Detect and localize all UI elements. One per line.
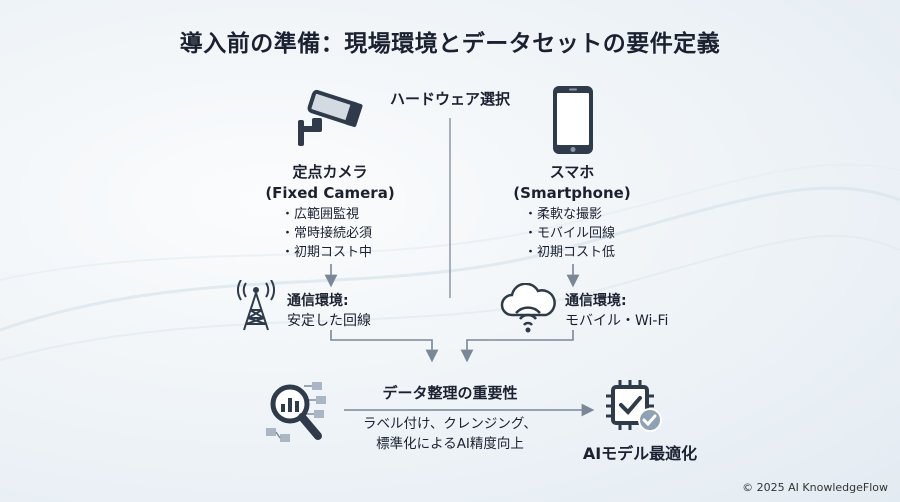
camera-name: 定点カメラ: [292, 163, 368, 181]
list-item: 常時接続必須: [281, 224, 372, 243]
data-prep-description-line1: ラベル付け、クレンジング、: [363, 416, 537, 432]
smartphone-network: 通信環境: モバイル・Wi-Fi: [565, 291, 668, 331]
camera-network-heading: 通信環境:: [287, 293, 349, 309]
list-item: 初期コスト中: [281, 243, 372, 262]
security-camera-icon: [298, 89, 363, 146]
cloud-wifi-icon: [500, 283, 556, 333]
page-title: 導入前の準備：現場環境とデータセットの要件定義: [179, 31, 721, 57]
data-prep-description: ラベル付け、クレンジング、 標準化によるAI精度向上: [330, 414, 570, 454]
smartphone-icon: [553, 86, 593, 154]
camera-network: 通信環境: 安定した回線: [287, 291, 371, 331]
smartphone-name-en: (Smartphone): [513, 184, 631, 202]
camera-title: 定点カメラ (Fixed Camera): [255, 162, 405, 204]
ai-chip-icon: [606, 380, 662, 432]
data-search-icon: [266, 382, 326, 442]
list-item: 広範囲監視: [281, 205, 372, 224]
data-prep-description-line2: 標準化によるAI精度向上: [376, 436, 524, 452]
hardware-selection-heading: ハードウェア選択: [389, 90, 510, 108]
smartphone-network-value: モバイル・Wi-Fi: [565, 313, 669, 329]
smartphone-features: 柔軟な撮影 モバイル回線 初期コスト低: [524, 205, 615, 262]
list-item: モバイル回線: [524, 224, 615, 243]
smartphone-name: スマホ: [549, 163, 595, 181]
camera-features: 広範囲監視 常時接続必須 初期コスト中: [281, 205, 372, 262]
smartphone-title: スマホ (Smartphone): [497, 162, 647, 204]
antenna-tower-icon: [236, 280, 276, 331]
copyright-footer: © 2025 AI KnowledgeFlow: [742, 481, 888, 494]
ai-model-optimization-label: AIモデル最適化: [582, 444, 698, 463]
smartphone-network-heading: 通信環境:: [565, 293, 627, 309]
camera-name-en: (Fixed Camera): [265, 184, 395, 202]
camera-network-value: 安定した回線: [287, 313, 371, 329]
list-item: 柔軟な撮影: [524, 205, 615, 224]
data-prep-heading: データ整理の重要性: [382, 384, 518, 402]
list-item: 初期コスト低: [524, 243, 615, 262]
